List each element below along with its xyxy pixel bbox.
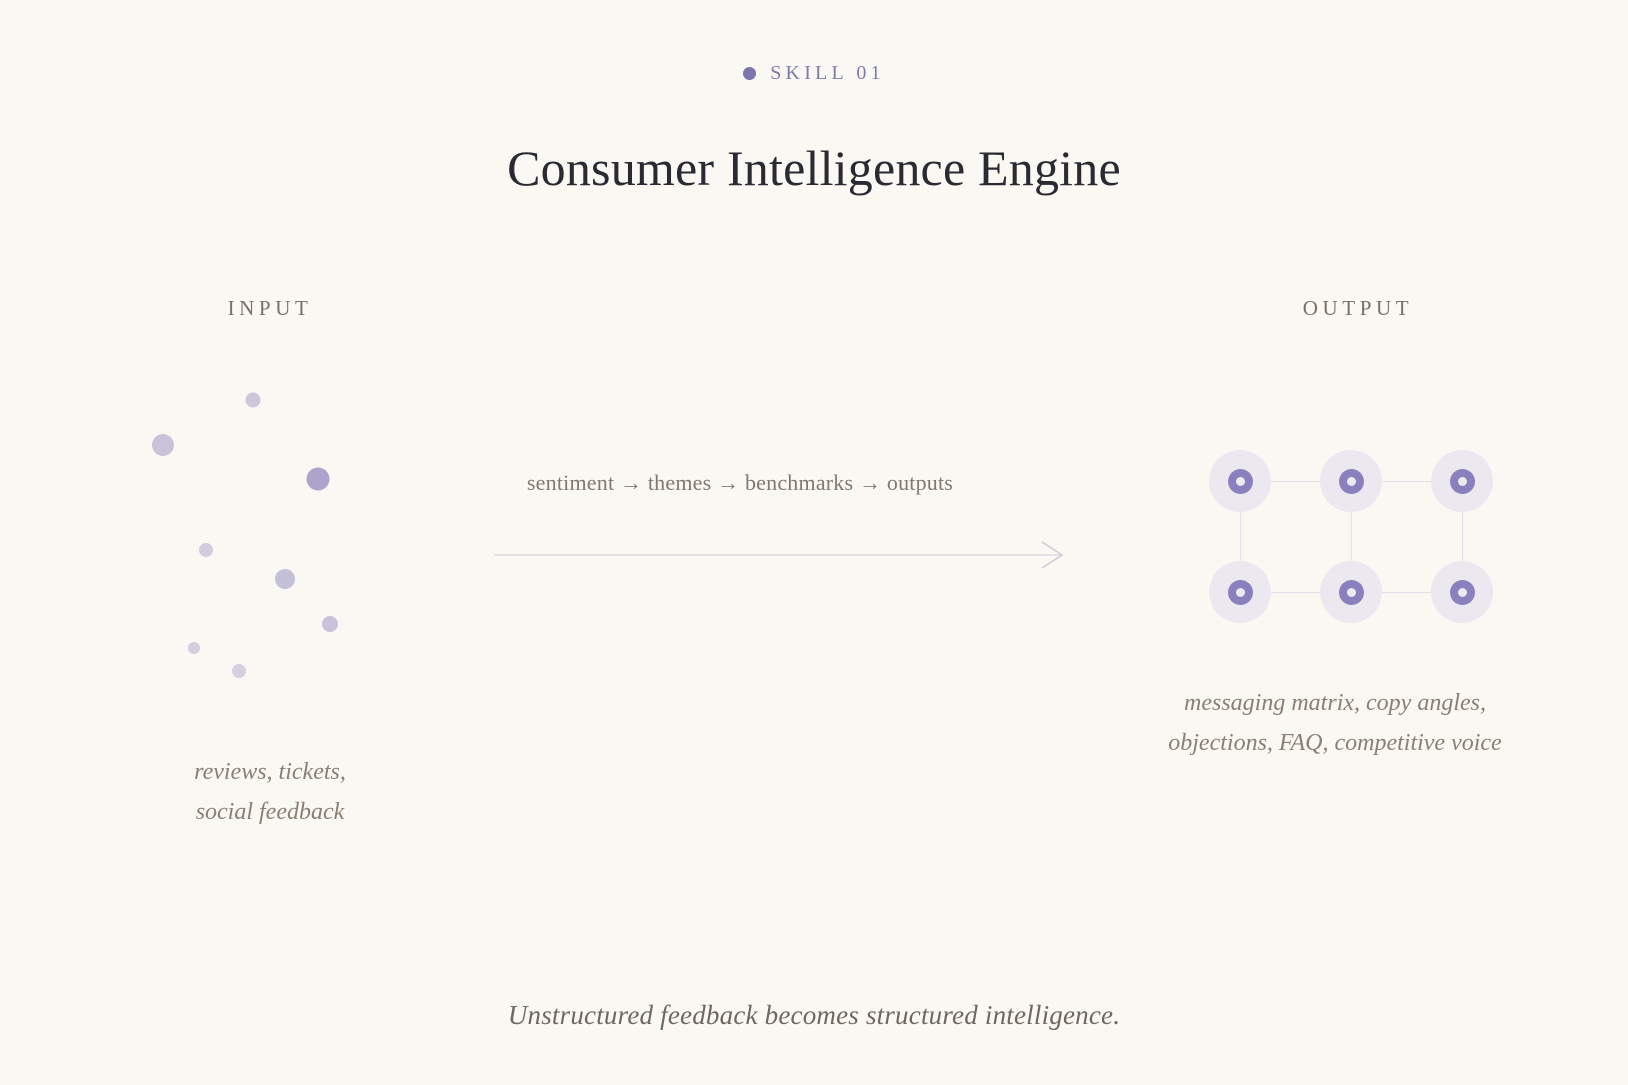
- matrix-node-core: [1346, 587, 1356, 597]
- eyebrow-label: SKILL 01: [770, 62, 885, 84]
- matrix-node-core: [1346, 476, 1356, 486]
- matrix-link-vertical: [1240, 481, 1241, 592]
- matrix-node-ring: [1449, 468, 1475, 494]
- matrix-node-ring: [1227, 468, 1253, 494]
- input-caption-line-2: social feedback: [195, 799, 345, 825]
- matrix-link-vertical: [1462, 481, 1463, 592]
- matrix-node: [1320, 561, 1382, 623]
- right-arrow-icon: [494, 541, 1064, 569]
- page-title: Consumer Intelligence Engine: [507, 139, 1121, 196]
- input-caption-line-1: reviews, tickets,: [194, 759, 346, 785]
- matrix-node: [1209, 450, 1271, 512]
- dot-icon: [743, 67, 757, 80]
- matrix-node-core: [1235, 587, 1245, 597]
- scatter-dot: [188, 642, 200, 654]
- scatter-dot: [152, 434, 174, 456]
- matrix-node-ring: [1338, 579, 1364, 605]
- matrix-node-ring: [1227, 579, 1253, 605]
- scatter-dot: [275, 569, 295, 589]
- matrix-node-core: [1457, 476, 1467, 486]
- output-caption-line-2: objections, FAQ, competitive voice: [1168, 730, 1502, 756]
- scatter-dot: [306, 467, 330, 491]
- matrix-node: [1431, 450, 1493, 512]
- footer-note: Unstructured feedback becomes structured…: [507, 1000, 1121, 1030]
- scatter-dot: [245, 392, 261, 408]
- output-heading: OUTPUT: [1302, 296, 1414, 320]
- scatter-dot: [322, 616, 338, 632]
- matrix-node-core: [1457, 587, 1467, 597]
- output-matrix: [1190, 430, 1520, 650]
- output-caption: messaging matrix, copy angles, objection…: [1100, 683, 1570, 763]
- input-caption: reviews, tickets, social feedback: [80, 752, 460, 832]
- matrix-node: [1431, 561, 1493, 623]
- matrix-node: [1320, 450, 1382, 512]
- input-heading: INPUT: [227, 296, 313, 320]
- matrix-node-core: [1235, 476, 1245, 486]
- matrix-node: [1209, 561, 1271, 623]
- scatter-dot: [232, 664, 246, 678]
- matrix-node-ring: [1338, 468, 1364, 494]
- flow-label: sentiment → themes → benchmarks → output…: [526, 470, 954, 495]
- eyebrow: SKILL 01: [0, 62, 1628, 85]
- input-scatter-field: [110, 380, 430, 680]
- output-caption-line-1: messaging matrix, copy angles,: [1184, 690, 1486, 716]
- matrix-node-ring: [1449, 579, 1475, 605]
- matrix-link-vertical: [1351, 481, 1352, 592]
- scatter-dot: [199, 543, 213, 557]
